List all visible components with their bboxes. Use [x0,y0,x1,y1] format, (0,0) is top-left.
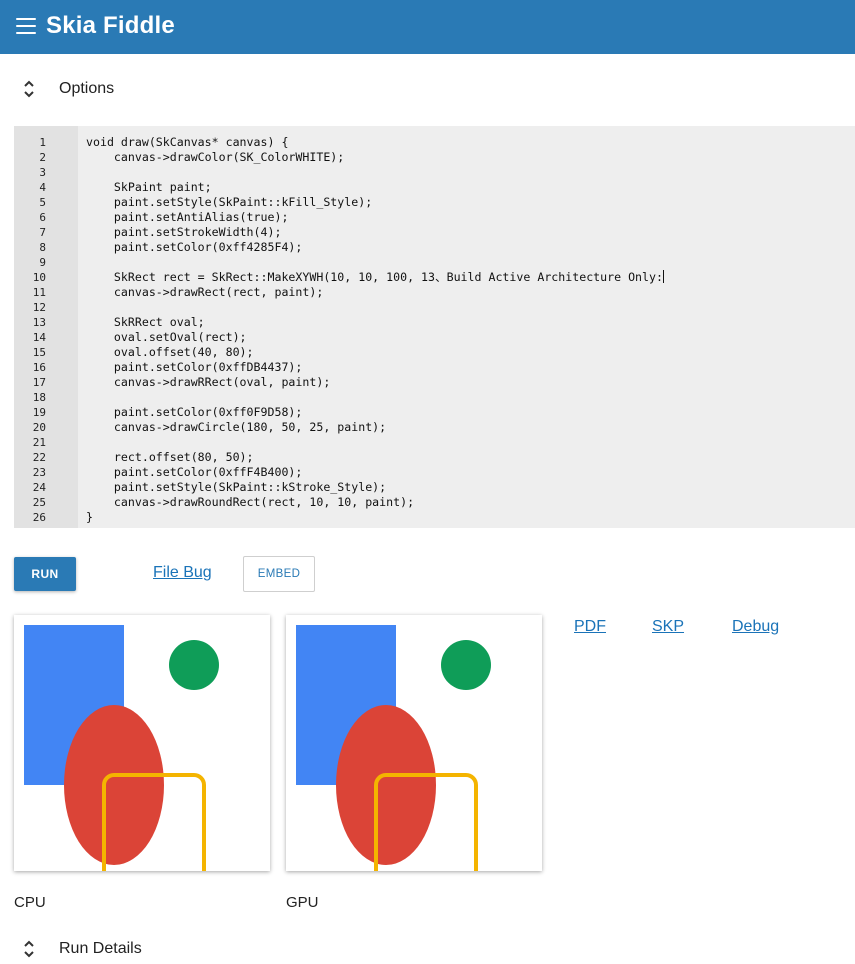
yellow-roundrect-shape [374,773,478,871]
green-circle-shape [169,640,219,690]
line-number: 11 [32,286,46,299]
code-line[interactable]: rect.offset(80, 50); [86,450,254,464]
gpu-label: GPU [286,894,319,911]
code-line[interactable]: canvas->drawRect(rect, paint); [86,285,324,299]
line-number: 6 [39,211,46,224]
code-line[interactable]: canvas->drawRRect(oval, paint); [86,375,331,389]
line-number: 8 [39,241,46,254]
app-header: Skia Fiddle [0,0,855,54]
code-line[interactable]: SkPaint paint; [86,180,212,194]
options-label: Options [59,80,115,97]
code-line[interactable]: } [86,510,93,524]
code-line[interactable]: paint.setStyle(SkPaint::kStroke_Style); [86,480,387,494]
line-number: 12 [32,301,46,314]
line-number: 20 [32,421,46,434]
code-line[interactable]: SkRRect oval; [86,315,205,329]
line-number: 22 [32,451,46,464]
line-number-gutter [14,126,78,528]
green-circle-shape [441,640,491,690]
line-number: 24 [32,481,46,494]
red-oval-shape [336,705,436,865]
cpu-result-image [14,615,270,871]
line-number: 2 [39,151,46,164]
line-number: 21 [32,436,46,449]
code-line[interactable]: canvas->drawRoundRect(rect, 10, 10, pain… [86,495,415,509]
line-number: 7 [39,226,46,239]
line-number: 17 [32,376,46,389]
code-line[interactable]: canvas->drawColor(SK_ColorWHITE); [86,150,345,164]
line-number: 9 [39,256,46,269]
code-line[interactable]: paint.setStrokeWidth(4); [86,225,282,239]
cpu-label: CPU [14,894,46,911]
line-number: 18 [32,391,46,404]
line-number: 26 [32,511,46,524]
code-line[interactable]: oval.offset(40, 80); [86,345,254,359]
line-number: 14 [32,331,46,344]
red-oval-shape [64,705,164,865]
line-number: 13 [32,316,46,329]
expand-collapse-icon [22,938,36,960]
code-line[interactable]: SkRect rect = SkRect::MakeXYWH(10, 10, 1… [86,270,664,284]
yellow-roundrect-shape [102,773,206,871]
app-title: Skia Fiddle [46,12,175,39]
gpu-result-image [286,615,542,871]
code-line[interactable]: paint.setColor(0xffDB4437); [86,360,303,374]
line-number: 19 [32,406,46,419]
code-line[interactable]: void draw(SkCanvas* canvas) { [86,135,289,149]
code-line[interactable]: paint.setColor(0xffF4B400); [86,465,303,479]
code-line[interactable]: paint.setColor(0xff4285F4); [86,240,303,254]
debug-link[interactable]: Debug [732,618,780,635]
line-number: 3 [39,166,46,179]
code-line[interactable]: canvas->drawCircle(180, 50, 25, paint); [86,420,387,434]
line-number: 5 [39,196,46,209]
embed-button[interactable]: EMBED [243,556,315,592]
line-number: 4 [39,181,46,194]
skp-link[interactable]: SKP [652,618,685,635]
text-caret [662,270,664,283]
line-number: 15 [32,346,46,359]
code-line[interactable]: paint.setAntiAlias(true); [86,210,289,224]
run-details-label: Run Details [59,940,142,957]
pdf-link[interactable]: PDF [574,618,606,635]
hamburger-menu-icon[interactable] [16,18,36,34]
file-bug-link[interactable]: File Bug [153,564,212,581]
code-line[interactable]: paint.setStyle(SkPaint::kFill_Style); [86,195,373,209]
line-number: 10 [32,271,46,284]
options-toggle[interactable]: Options [22,78,114,100]
code-line[interactable]: oval.setOval(rect); [86,330,247,344]
expand-collapse-icon [22,78,36,100]
line-number: 23 [32,466,46,479]
run-button[interactable]: RUN [14,557,76,591]
code-line[interactable]: paint.setColor(0xff0F9D58); [86,405,303,419]
line-number: 16 [32,361,46,374]
run-details-toggle[interactable]: Run Details [22,938,142,960]
line-number: 1 [39,136,46,149]
line-number: 25 [32,496,46,509]
